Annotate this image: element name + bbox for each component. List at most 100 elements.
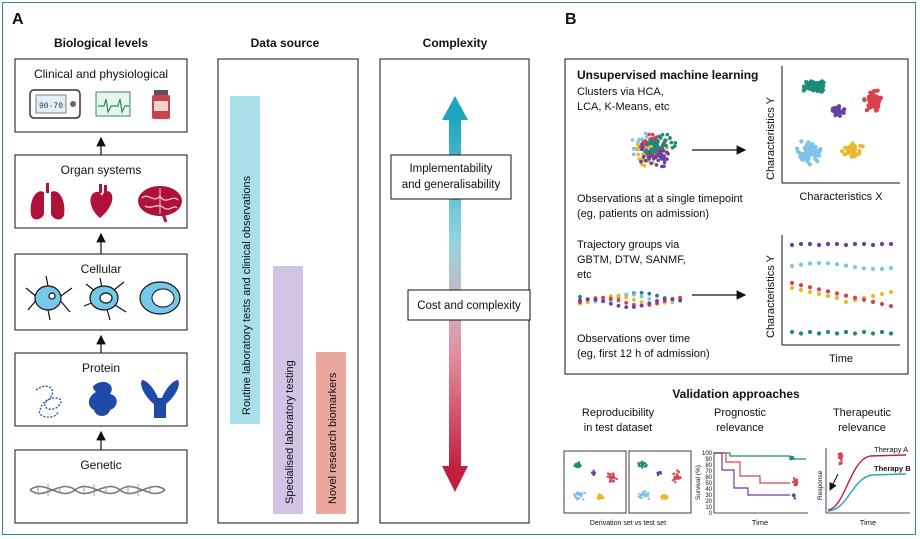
implementability-label-2: and generalisability: [402, 179, 501, 191]
mixed-point: [657, 152, 661, 157]
survival-tick-label: 90: [705, 457, 712, 463]
repro-point-purple: [657, 471, 660, 474]
trajectory-point: [870, 331, 876, 336]
mixed-point: [658, 136, 663, 140]
trajectory-point: [852, 241, 858, 247]
cluster-point-yellow: [860, 144, 865, 149]
traj-line-3: etc: [577, 269, 592, 281]
mixed-trajectory-point: [624, 300, 629, 305]
mixed-point: [649, 147, 654, 152]
repro-point-red: [606, 472, 610, 475]
test-set-box: [628, 450, 692, 514]
trajectory-point: [879, 301, 885, 307]
mixed-trajectory-point: [585, 297, 590, 302]
antibody-icon: [141, 380, 179, 418]
cluster-point-purple: [831, 108, 836, 113]
cluster-point-blue: [818, 147, 823, 152]
mixed-point: [647, 132, 651, 137]
trajectory-point: [852, 295, 858, 300]
bar-routine-label: Routine laboratory tests and clinical ob…: [241, 175, 253, 415]
level-genetic: Genetic: [14, 449, 188, 524]
therapy-cluster-point: [838, 461, 841, 465]
cluster-point-blue: [803, 145, 809, 150]
mixed-point: [637, 137, 641, 142]
repro-point-red: [675, 477, 678, 480]
cluster-point-blue: [795, 146, 800, 151]
repro-point-blue: [582, 498, 585, 501]
trajectory-point: [879, 291, 885, 297]
survival-tick-label: 60: [705, 475, 712, 481]
trajectory-point: [825, 289, 831, 294]
mixed-trajectory-point: [662, 297, 667, 302]
level-cellular-label: Cellular: [81, 262, 122, 276]
mixed-point: [646, 141, 651, 146]
repro-point-red: [676, 469, 679, 472]
clusters-line-1: Clusters via HCA,: [577, 86, 664, 98]
mixed-point: [636, 152, 640, 157]
trajectory-point: [888, 304, 894, 309]
mixed-trajectories: [578, 290, 682, 309]
cluster-point-red: [868, 92, 874, 97]
repro-point-blue: [647, 497, 650, 501]
mixed-point: [649, 150, 654, 155]
survival-curves: [714, 452, 806, 500]
repro-point-purple: [593, 471, 596, 474]
mixed-point: [648, 137, 652, 142]
clusters-line-2: LCA, K-Means, etc: [577, 101, 670, 113]
repro-line-1: Reproducibility: [582, 407, 655, 419]
mixed-point: [664, 144, 668, 148]
therapy-time-label: Time: [860, 518, 876, 527]
traj-line-2: GBTM, DTW, SANMF,: [577, 254, 686, 266]
repro-point-red: [609, 477, 612, 480]
monitor-icon: 90·70: [29, 89, 81, 119]
mixed-point: [661, 142, 666, 147]
cluster-point-blue: [802, 154, 807, 159]
trajectory-point: [861, 266, 867, 271]
mixed-trajectory-point: [593, 297, 598, 302]
repro-points: [573, 460, 682, 501]
mixed-trajectory-point: [655, 293, 659, 298]
mixed-trajectory-point: [670, 297, 675, 302]
cluster-point-blue: [796, 149, 801, 154]
therapy-a-curve: [827, 454, 907, 511]
trajectory-point: [843, 242, 849, 248]
trajectory-point: [843, 263, 849, 268]
trajectory-point: [816, 242, 822, 248]
cluster-point-yellow: [842, 152, 847, 157]
survival-cluster-point: [795, 478, 799, 481]
mixed-trajectory-point: [678, 295, 682, 300]
progn-line-2: relevance: [716, 422, 764, 434]
repro-point-yellow: [598, 497, 601, 501]
survival-cluster-point: [793, 497, 797, 500]
obs-time-2: (eg, first 12 h of admission): [577, 348, 710, 360]
cluster-point-teal: [815, 82, 821, 87]
trajectory-point: [789, 242, 795, 248]
repro-point-teal: [641, 463, 644, 466]
mixed-trajectory-point: [639, 294, 644, 299]
svg-text:90·70: 90·70: [39, 102, 63, 111]
trajectory-point: [888, 266, 894, 271]
level-genetic-label: Genetic: [80, 458, 121, 472]
mixed-trajectory-point: [616, 303, 621, 308]
mixed-trajectory-point: [601, 299, 605, 304]
mixed-point: [668, 136, 672, 141]
trajectory-point: [834, 291, 840, 296]
brain-icon: [138, 186, 182, 223]
trajectory-point: [852, 331, 858, 336]
cost-box: [407, 289, 531, 321]
cluster-point-blue: [808, 152, 813, 157]
cost-label: Cost and complexity: [417, 300, 521, 312]
trajectory-point: [816, 287, 822, 292]
cluster-point-teal: [821, 80, 826, 85]
repro-point-teal: [574, 463, 577, 466]
repro-point-blue: [577, 493, 581, 496]
trajectory-point: [816, 260, 822, 266]
progn-line-1: Prognostic: [714, 407, 766, 419]
therapy-cluster-point: [838, 453, 842, 457]
mixed-point: [653, 148, 658, 152]
trajectory-point: [870, 293, 876, 299]
obs-single-1: Observations at a single timepoint: [577, 193, 743, 205]
repro-point-blue: [576, 497, 580, 501]
cluster-point-teal: [807, 81, 812, 86]
